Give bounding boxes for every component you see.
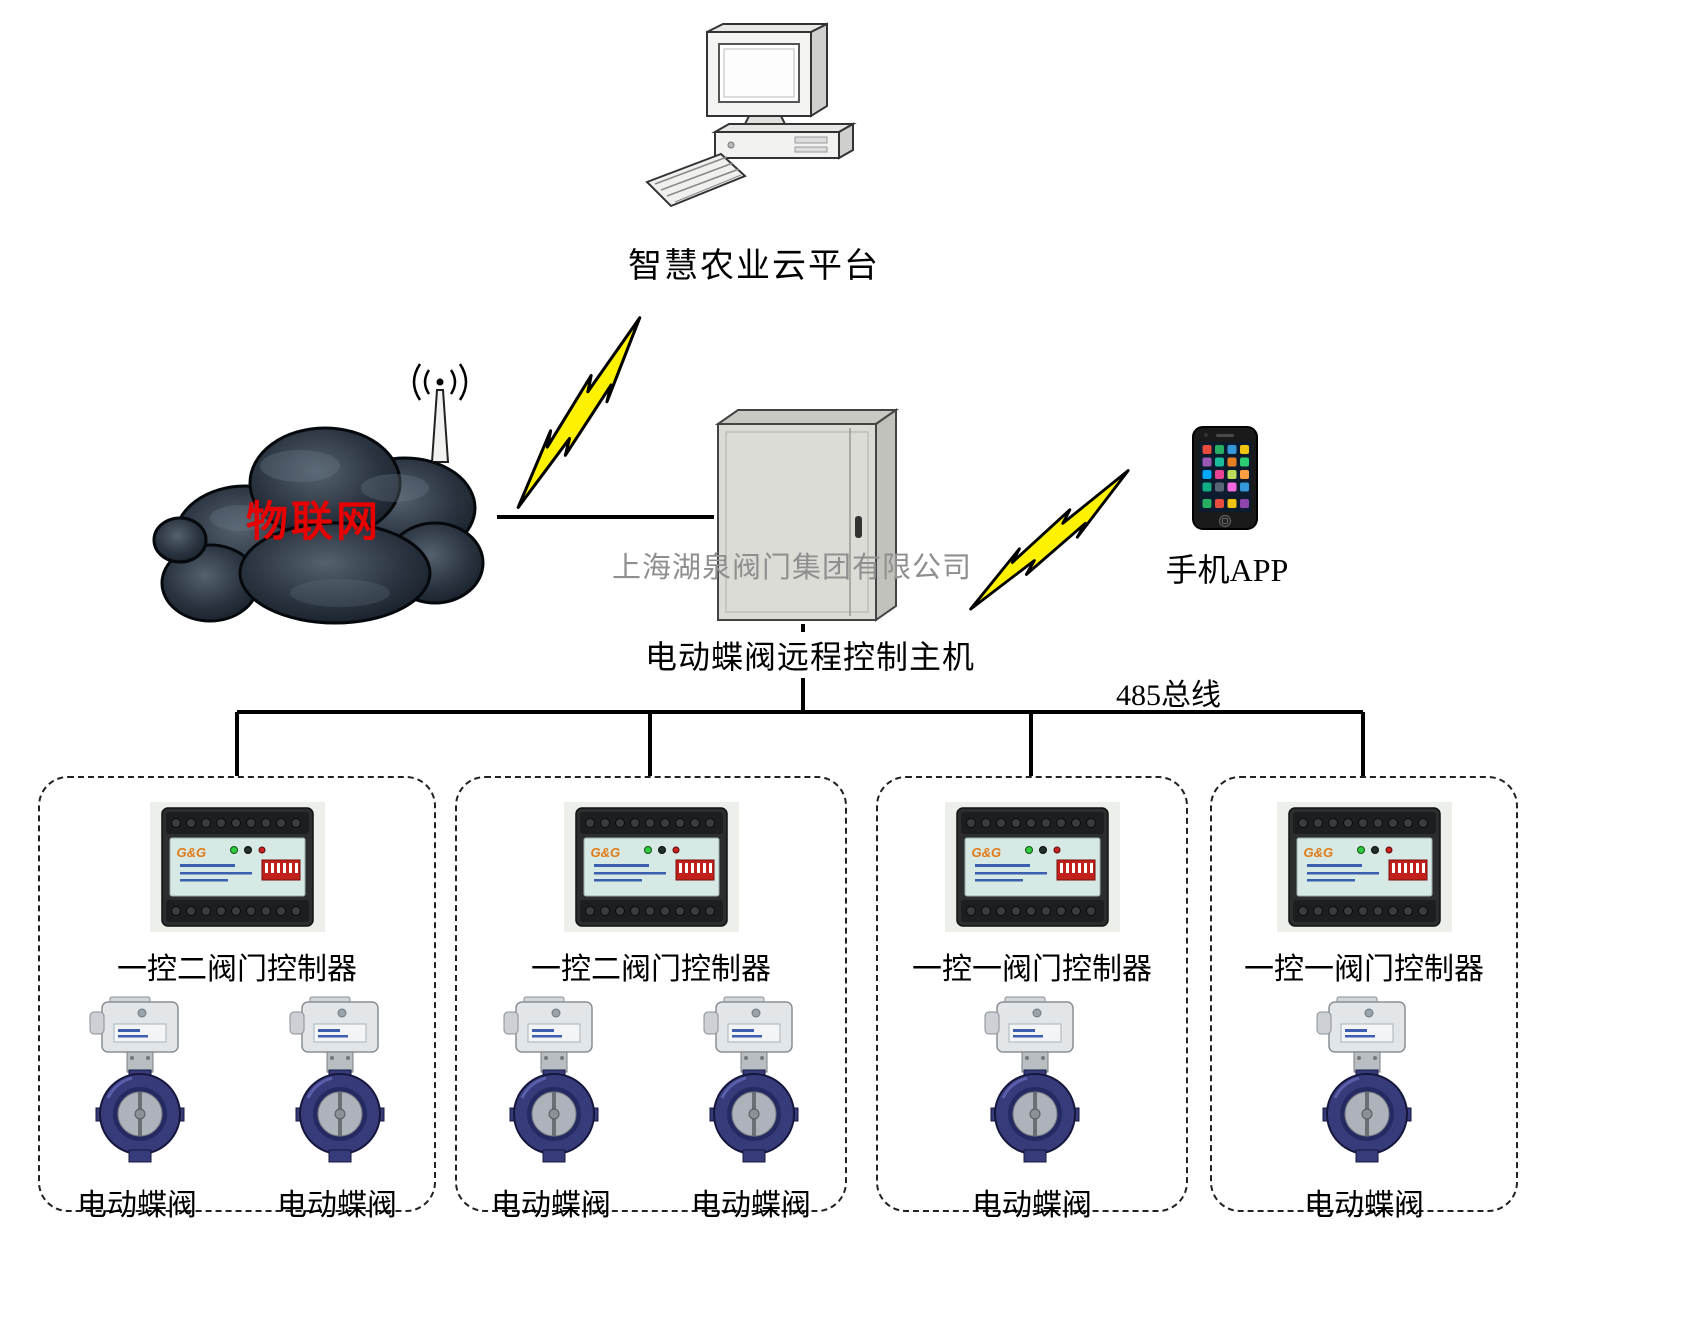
valve-unit: 电动蝶阀 — [491, 996, 611, 1224]
controller-brand-label: G&G — [176, 845, 207, 860]
cloud-platform-label: 智慧农业云平台 — [628, 248, 880, 285]
desktop-computer-icon — [645, 22, 857, 208]
valve-label: 电动蝶阀 — [77, 1189, 197, 1222]
controller-device-icon — [1277, 802, 1452, 932]
butterfly-valve-icon — [694, 996, 809, 1166]
controller-image: G&G — [150, 802, 325, 932]
valve-unit: 电动蝶阀 — [1304, 996, 1424, 1224]
valve-unit: 电动蝶阀 — [972, 996, 1092, 1224]
butterfly-valve-icon — [975, 996, 1090, 1166]
controller-brand-label: G&G — [971, 845, 1002, 860]
valve-group-1: G&G 一控二阀门控制器 电动蝶阀 电动蝶阀 — [38, 776, 436, 1222]
cloud-platform-computer — [645, 20, 875, 220]
controller-device-icon — [564, 802, 739, 932]
valve-group-4: G&G 一控一阀门控制器 电动蝶阀 — [1210, 776, 1518, 1222]
valve-group-2: G&G 一控二阀门控制器 电动蝶阀 电动蝶阀 — [455, 776, 847, 1222]
controller-device-icon — [150, 802, 325, 932]
valve-unit: 电动蝶阀 — [77, 996, 197, 1224]
butterfly-valve-icon — [494, 996, 609, 1166]
controller-label: 一控一阀门控制器 — [1244, 953, 1484, 986]
smartphone-icon — [1192, 426, 1258, 530]
cloud-icon — [152, 426, 485, 625]
antenna-icon — [412, 363, 468, 463]
controller-device-icon — [945, 802, 1120, 932]
lightning-bolt-right-icon — [945, 469, 1154, 611]
iot-label: 物联网 — [246, 498, 382, 545]
controller-brand-label: G&G — [1303, 845, 1334, 860]
controller-brand-label: G&G — [590, 845, 621, 860]
cabinet-icon — [714, 408, 900, 622]
butterfly-valve-icon — [80, 996, 195, 1166]
watermark-text: 上海湖泉阀门集团有限公司 — [612, 552, 973, 584]
controller-label: 一控二阀门控制器 — [117, 953, 357, 986]
lightning-bolt-left-icon — [465, 316, 693, 509]
valve-label: 电动蝶阀 — [691, 1189, 811, 1222]
valve-label: 电动蝶阀 — [277, 1189, 397, 1222]
controller-image: G&G — [945, 802, 1120, 932]
butterfly-valve-icon — [1307, 996, 1422, 1166]
smartphone — [1192, 426, 1258, 535]
control-cabinet — [712, 406, 902, 626]
valve-group-3: G&G 一控一阀门控制器 电动蝶阀 — [876, 776, 1188, 1222]
valve-label: 电动蝶阀 — [972, 1189, 1092, 1222]
iot-cloud: 物联网 — [150, 388, 490, 646]
valve-unit: 电动蝶阀 — [277, 996, 397, 1224]
bus-label: 485总线 — [1116, 679, 1221, 712]
valve-unit: 电动蝶阀 — [691, 996, 811, 1224]
controller-image: G&G — [564, 802, 739, 932]
antenna — [408, 358, 472, 475]
valve-label: 电动蝶阀 — [1304, 1189, 1424, 1222]
controller-label: 一控二阀门控制器 — [531, 953, 771, 986]
controller-image: G&G — [1277, 802, 1452, 932]
host-label: 电动蝶阀远程控制主机 — [640, 632, 980, 678]
valve-label: 电动蝶阀 — [491, 1189, 611, 1222]
controller-label: 一控一阀门控制器 — [912, 953, 1152, 986]
butterfly-valve-icon — [280, 996, 395, 1166]
phone-label: 手机APP — [1165, 552, 1289, 588]
